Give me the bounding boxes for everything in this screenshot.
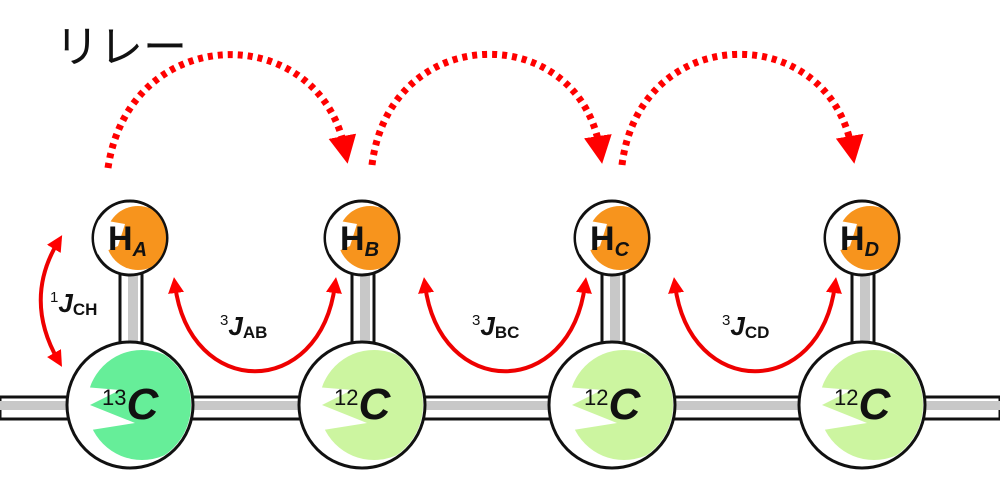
coupling-arrow-cd xyxy=(668,277,842,374)
carbon-13-atom: 13C xyxy=(65,340,195,470)
svg-text:13C: 13C xyxy=(102,380,159,429)
coupling-label-bc: 3JBC xyxy=(472,311,519,342)
ch-bond xyxy=(118,268,144,352)
diagram-title: リレー xyxy=(55,22,187,73)
relay-arrow-c-to-d xyxy=(618,50,864,166)
carbon-chain-bond xyxy=(0,395,1000,421)
ch-bond xyxy=(850,268,876,352)
coupling-arrow-ch xyxy=(38,235,63,367)
svg-text:HB: HB xyxy=(340,220,379,261)
hydrogen-atom-d: HD xyxy=(823,199,901,277)
hydrogen-atom-b: HB xyxy=(323,199,401,277)
svg-text:12C: 12C xyxy=(834,380,891,429)
coupling-arrow-bc xyxy=(418,277,592,374)
coupling-label-cd: 3JCD xyxy=(722,311,769,342)
carbon-12-atom: 12C xyxy=(547,340,677,470)
coupling-label-ab: 3JAB xyxy=(220,311,267,342)
carbon-12-atom: 12C xyxy=(797,340,927,470)
ch-bond xyxy=(600,268,626,352)
hydrogen-atom-c: HC xyxy=(573,199,651,277)
carbon-12-atom: 12C xyxy=(297,340,427,470)
svg-text:HD: HD xyxy=(840,220,879,261)
svg-text:HA: HA xyxy=(108,220,147,261)
coupling-arrow-ab xyxy=(168,277,342,374)
svg-text:12C: 12C xyxy=(584,380,641,429)
relay-arrow-b-to-c xyxy=(368,50,612,166)
coupling-label-ch: 1JCH xyxy=(50,288,97,319)
svg-text:12C: 12C xyxy=(334,380,391,429)
hydrogen-atom-a: HA xyxy=(91,199,169,277)
ch-bond xyxy=(350,268,376,352)
svg-text:HC: HC xyxy=(590,220,630,261)
